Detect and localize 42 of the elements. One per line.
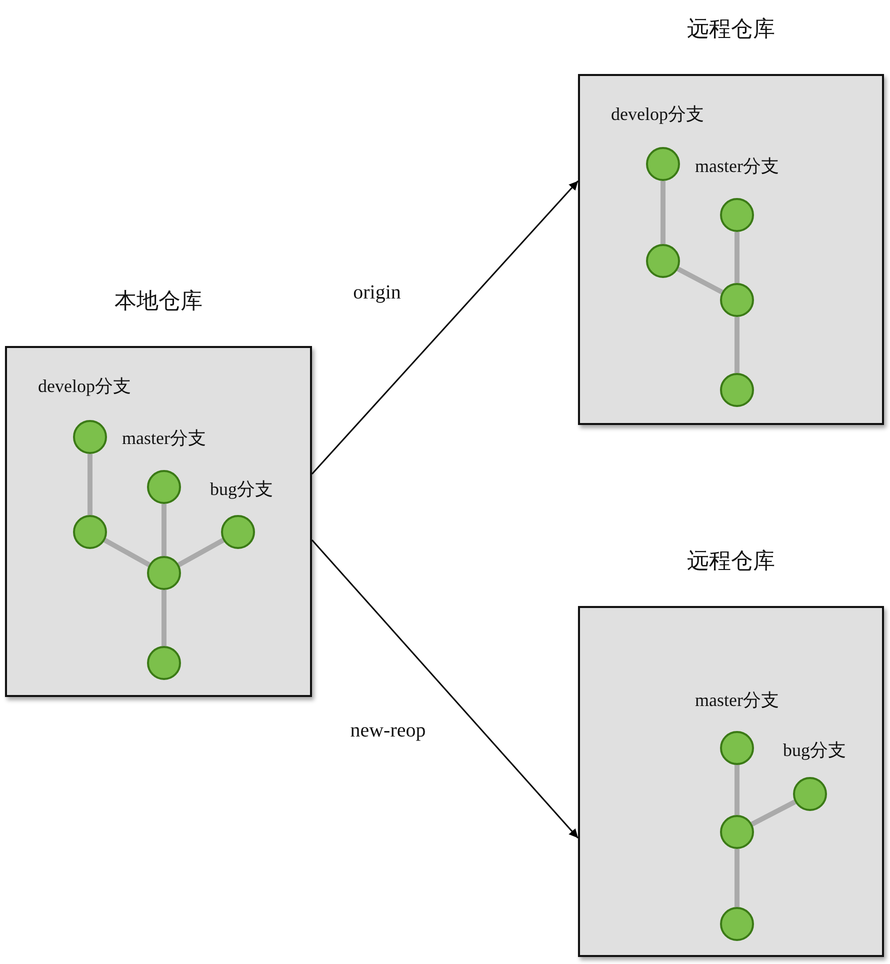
branch-label: bug分支	[783, 740, 846, 762]
repository-panel	[5, 346, 312, 697]
commit-circle	[720, 373, 754, 407]
arrow	[311, 540, 579, 838]
commit-circle	[720, 731, 754, 765]
commit-circle	[720, 907, 754, 941]
commit-circle	[720, 283, 754, 317]
repository-panel	[578, 74, 884, 425]
commit-circle	[720, 198, 754, 232]
branch-line	[734, 765, 740, 815]
commit-circle	[221, 515, 255, 549]
commit-circle	[720, 815, 754, 849]
branch-line	[734, 317, 740, 373]
branch-line	[734, 232, 740, 283]
branch-line	[162, 504, 166, 556]
branch-line	[676, 266, 724, 294]
branch-label: master分支	[695, 156, 779, 178]
commit-circle	[147, 646, 181, 680]
branch-label: develop分支	[611, 104, 704, 126]
commit-circle	[646, 147, 680, 181]
branch-line	[104, 538, 150, 567]
branch-line	[162, 590, 166, 646]
branch-label: master分支	[122, 428, 206, 450]
branch-label: master分支	[695, 690, 779, 712]
branch-line	[88, 454, 92, 515]
arrow	[311, 180, 579, 474]
branch-line	[660, 181, 666, 244]
commit-circle	[147, 470, 181, 504]
branch-line	[178, 538, 224, 567]
commit-circle	[793, 777, 827, 811]
repository-title: 本地仓库	[114, 288, 202, 314]
commit-circle	[73, 515, 107, 549]
branch-label: develop分支	[38, 376, 131, 398]
repository-panel	[578, 606, 884, 957]
branch-line	[750, 800, 796, 826]
repository-title: 远程仓库	[687, 16, 775, 42]
commit-circle	[147, 556, 181, 590]
commit-circle	[73, 420, 107, 454]
branch-line	[734, 849, 740, 907]
branch-label: bug分支	[210, 479, 273, 501]
commit-circle	[646, 244, 680, 278]
repository-title: 远程仓库	[687, 548, 775, 574]
